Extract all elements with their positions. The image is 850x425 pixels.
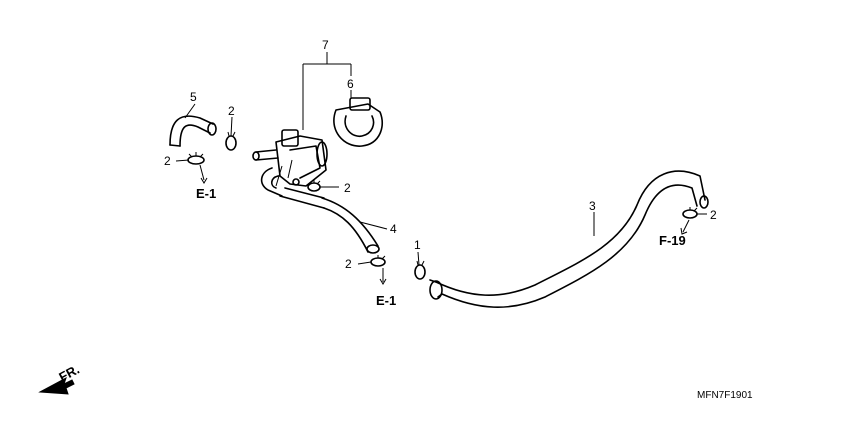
diagram-code: MFN7F1901 xyxy=(697,390,753,401)
callout-6: 6 xyxy=(347,77,354,91)
callout-7: 7 xyxy=(322,38,329,52)
leader-lines xyxy=(175,52,707,285)
holder-part-6 xyxy=(333,97,384,147)
reference-e1-left[interactable]: E-1 xyxy=(196,186,216,201)
clip-2a-near-part-5 xyxy=(187,152,205,165)
hose-part-5 xyxy=(169,115,217,147)
callout-4: 4 xyxy=(390,222,397,236)
air-supply-valve-part-7 xyxy=(252,129,328,197)
callout-1: 1 xyxy=(414,238,421,252)
hose-part-4 xyxy=(279,187,380,254)
clip-part-1 xyxy=(414,260,426,280)
callout-2-left: 2 xyxy=(164,154,171,168)
callout-3: 3 xyxy=(589,199,596,213)
front-direction-arrow xyxy=(38,376,75,395)
callout-2-upper: 2 xyxy=(228,104,235,118)
hose-part-3 xyxy=(429,170,709,308)
callout-2-right: 2 xyxy=(710,208,717,222)
clip-2d-center xyxy=(370,255,386,267)
reference-e1-center[interactable]: E-1 xyxy=(376,293,396,308)
reference-f19[interactable]: F-19 xyxy=(659,233,686,248)
clip-2c-valve xyxy=(307,180,321,192)
callout-2-center: 2 xyxy=(345,257,352,271)
callout-2-valve: 2 xyxy=(344,181,351,195)
clip-2e-right xyxy=(682,207,698,219)
callout-5: 5 xyxy=(190,90,197,104)
